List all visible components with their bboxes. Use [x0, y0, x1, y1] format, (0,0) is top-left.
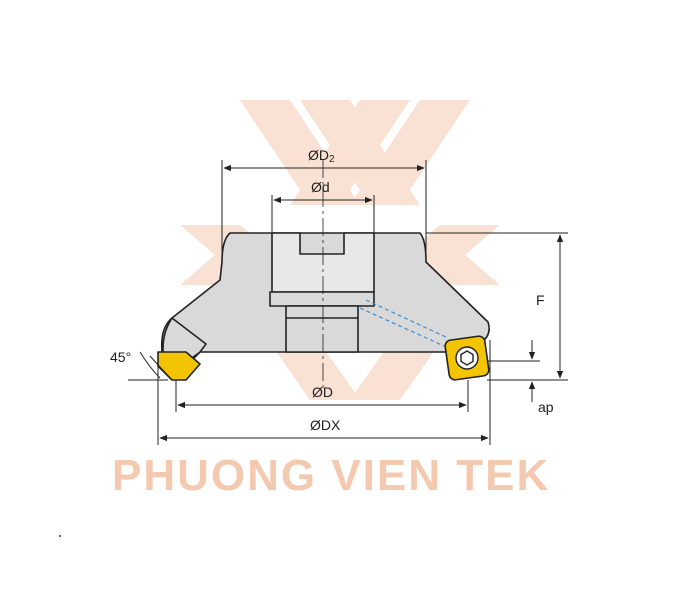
hub-band: [269, 291, 375, 307]
right-insert: [444, 335, 490, 381]
watermark-text: PHUONG VIEN TEK: [112, 451, 550, 500]
dimension-f: F: [536, 234, 564, 379]
pilot-step: [285, 305, 359, 353]
stray-dot: [59, 535, 61, 537]
dimension-dx: ØDX: [159, 417, 489, 442]
dimension-d: Ød: [273, 179, 373, 204]
coolant-channel: [359, 299, 449, 347]
label-f: F: [536, 292, 545, 308]
label-d: Ød: [311, 179, 330, 195]
label-ap: ap: [538, 399, 554, 415]
label-dd: ØD: [312, 384, 333, 400]
hex-socket-screw-icon: [455, 346, 479, 370]
dimension-ap: ap: [528, 340, 554, 415]
dimension-d2: ØD2: [223, 147, 425, 172]
extension-lines: [157, 160, 568, 445]
label-angle: 45°: [110, 349, 131, 365]
label-d2: ØD2: [308, 147, 335, 165]
label-dx: ØDX: [310, 417, 341, 433]
dimension-dd: ØD: [177, 384, 467, 409]
dimension-angle: 45°: [110, 349, 171, 381]
